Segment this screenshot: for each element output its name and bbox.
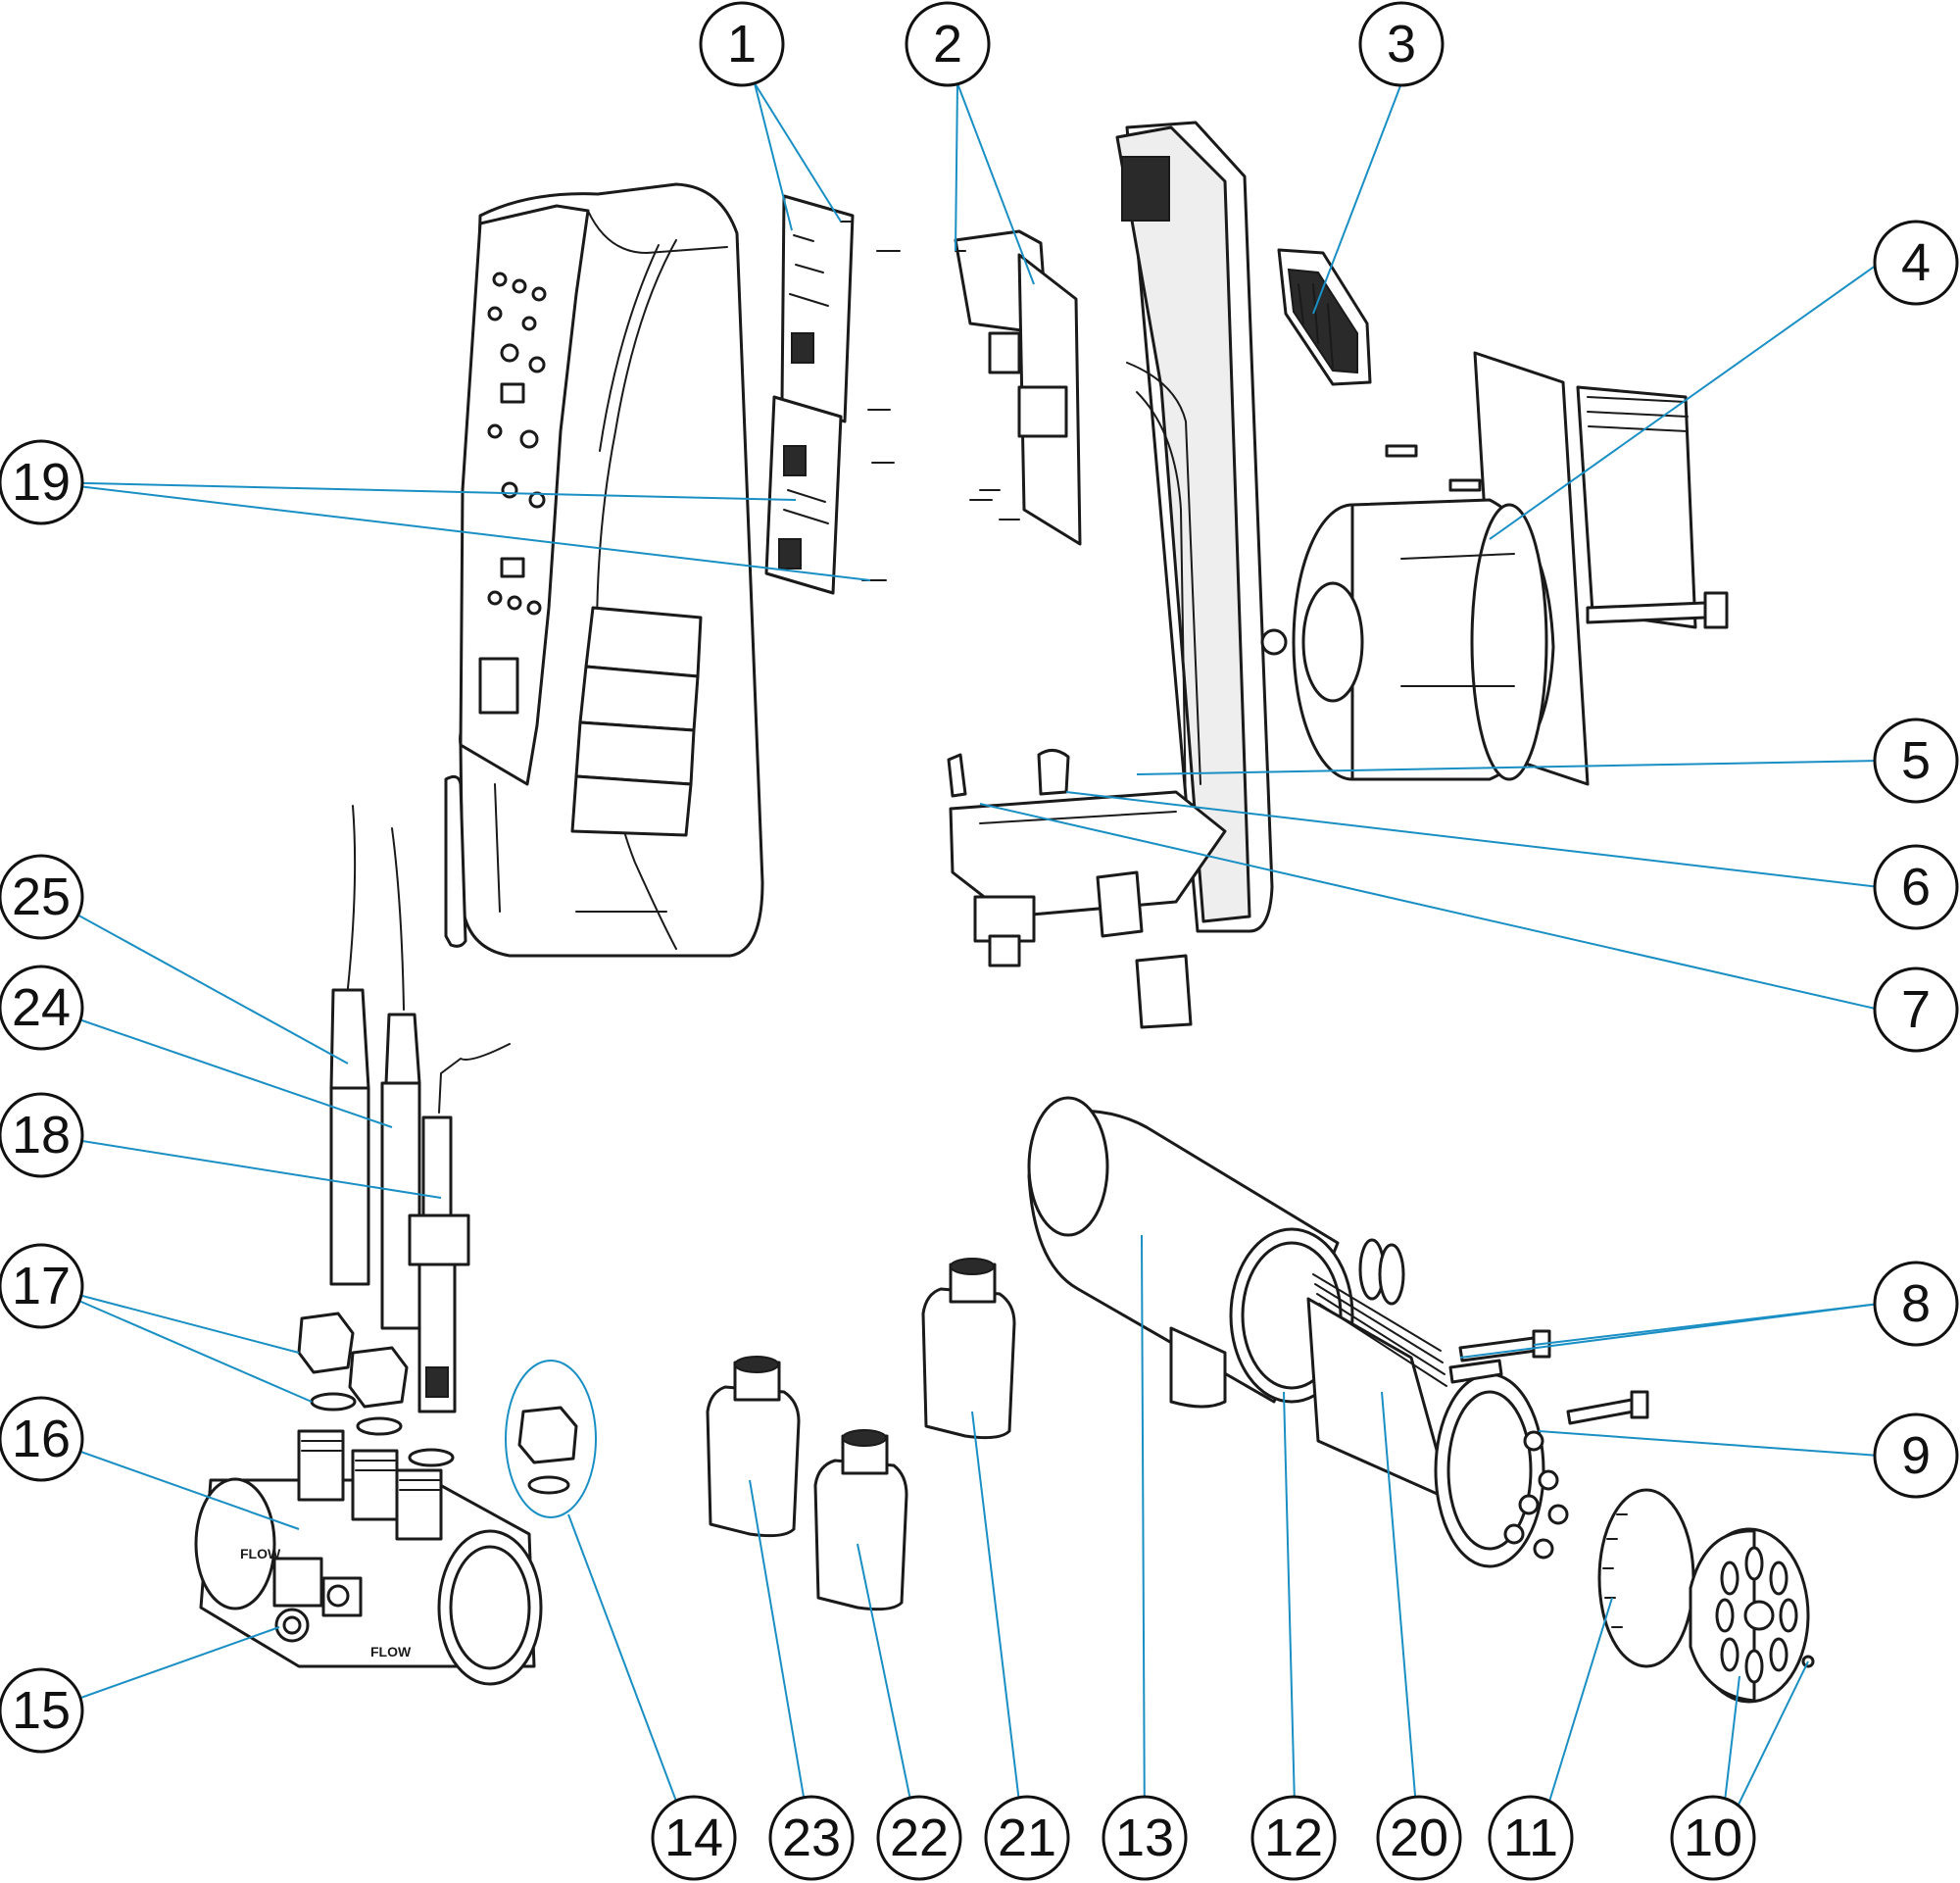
callout-number: 16 xyxy=(12,1410,71,1468)
callout-8: 8 xyxy=(1873,1261,1959,1347)
callout-number: 8 xyxy=(1901,1274,1931,1333)
callout-23: 23 xyxy=(768,1795,855,1881)
callout-17: 17 xyxy=(0,1243,84,1329)
callout-2: 2 xyxy=(905,1,991,87)
back-panel xyxy=(947,121,1274,1029)
cell-nut xyxy=(1597,1488,1695,1668)
callout-number: 23 xyxy=(782,1809,841,1867)
fan-grill xyxy=(1277,248,1372,386)
flow-cell: FLOW FLOW xyxy=(194,1429,543,1686)
callout-7: 7 xyxy=(1873,966,1959,1053)
callout-number: 14 xyxy=(664,1809,723,1867)
callout-3: 3 xyxy=(1358,1,1445,87)
redox-probe xyxy=(380,827,421,1330)
callout-1: 1 xyxy=(699,1,785,87)
callout-10: 10 xyxy=(1670,1795,1756,1881)
callout-19: 19 xyxy=(0,439,84,525)
transformer xyxy=(1260,351,1729,786)
plug-cap-kit xyxy=(505,1360,597,1518)
callout-number: 7 xyxy=(1901,980,1931,1039)
callout-number: 11 xyxy=(1503,1809,1558,1867)
keypad-holes xyxy=(478,272,547,715)
power-board xyxy=(954,229,1082,546)
callout-24: 24 xyxy=(0,965,84,1051)
callout-number: 17 xyxy=(12,1257,71,1315)
callout-number: 6 xyxy=(1901,858,1931,917)
temperature-sensor xyxy=(408,1043,511,1413)
callout-number: 21 xyxy=(998,1809,1056,1867)
callout-4: 4 xyxy=(1873,220,1959,306)
callout-15: 15 xyxy=(0,1667,84,1754)
callout-number: 22 xyxy=(890,1809,949,1867)
front-cover xyxy=(444,182,764,958)
callout-number: 12 xyxy=(1264,1809,1323,1867)
ph-probe xyxy=(329,805,370,1286)
callout-number: 5 xyxy=(1901,731,1931,790)
electrode-cap xyxy=(1434,1372,1569,1568)
callout-25: 25 xyxy=(0,854,84,940)
callout-number: 18 xyxy=(12,1106,71,1164)
callout-21: 21 xyxy=(984,1795,1070,1881)
callout-number: 13 xyxy=(1115,1809,1174,1867)
callout-5: 5 xyxy=(1873,718,1959,804)
flow-label-right: FLOW xyxy=(370,1644,412,1660)
callout-number: 10 xyxy=(1684,1809,1742,1867)
callout-number: 15 xyxy=(12,1681,71,1740)
callout-number: 4 xyxy=(1901,233,1931,292)
flow-label-left: FLOW xyxy=(240,1546,281,1561)
callout-14: 14 xyxy=(651,1795,737,1881)
callout-6: 6 xyxy=(1873,844,1959,930)
cell-lid xyxy=(1689,1527,1815,1704)
callout-11: 11 xyxy=(1488,1795,1574,1881)
callout-number: 2 xyxy=(933,15,962,74)
pcb-screws xyxy=(840,221,901,581)
callout-number: 19 xyxy=(12,453,71,512)
callout-number: 9 xyxy=(1901,1426,1931,1485)
leader-lines xyxy=(44,82,1881,1844)
callout-number: 20 xyxy=(1390,1809,1448,1867)
callout-9: 9 xyxy=(1873,1412,1959,1499)
control-pcb xyxy=(764,194,901,595)
callout-12: 12 xyxy=(1250,1795,1337,1881)
callout-number: 1 xyxy=(727,15,757,74)
callout-22: 22 xyxy=(876,1795,962,1881)
callout-number: 25 xyxy=(12,867,71,926)
callout-16: 16 xyxy=(0,1396,84,1482)
calibration-bottle-22 xyxy=(813,1429,908,1611)
calibration-bottle-21 xyxy=(921,1258,1016,1440)
electrode-plates xyxy=(1306,1238,1452,1502)
cell-housing xyxy=(1027,1096,1354,1409)
callout-13: 13 xyxy=(1102,1795,1188,1881)
calibration-bottle-23 xyxy=(706,1356,801,1538)
callout-18: 18 xyxy=(0,1092,84,1178)
callout-number: 3 xyxy=(1387,15,1416,74)
callout-number: 24 xyxy=(12,978,71,1037)
callout-20: 20 xyxy=(1376,1795,1462,1881)
